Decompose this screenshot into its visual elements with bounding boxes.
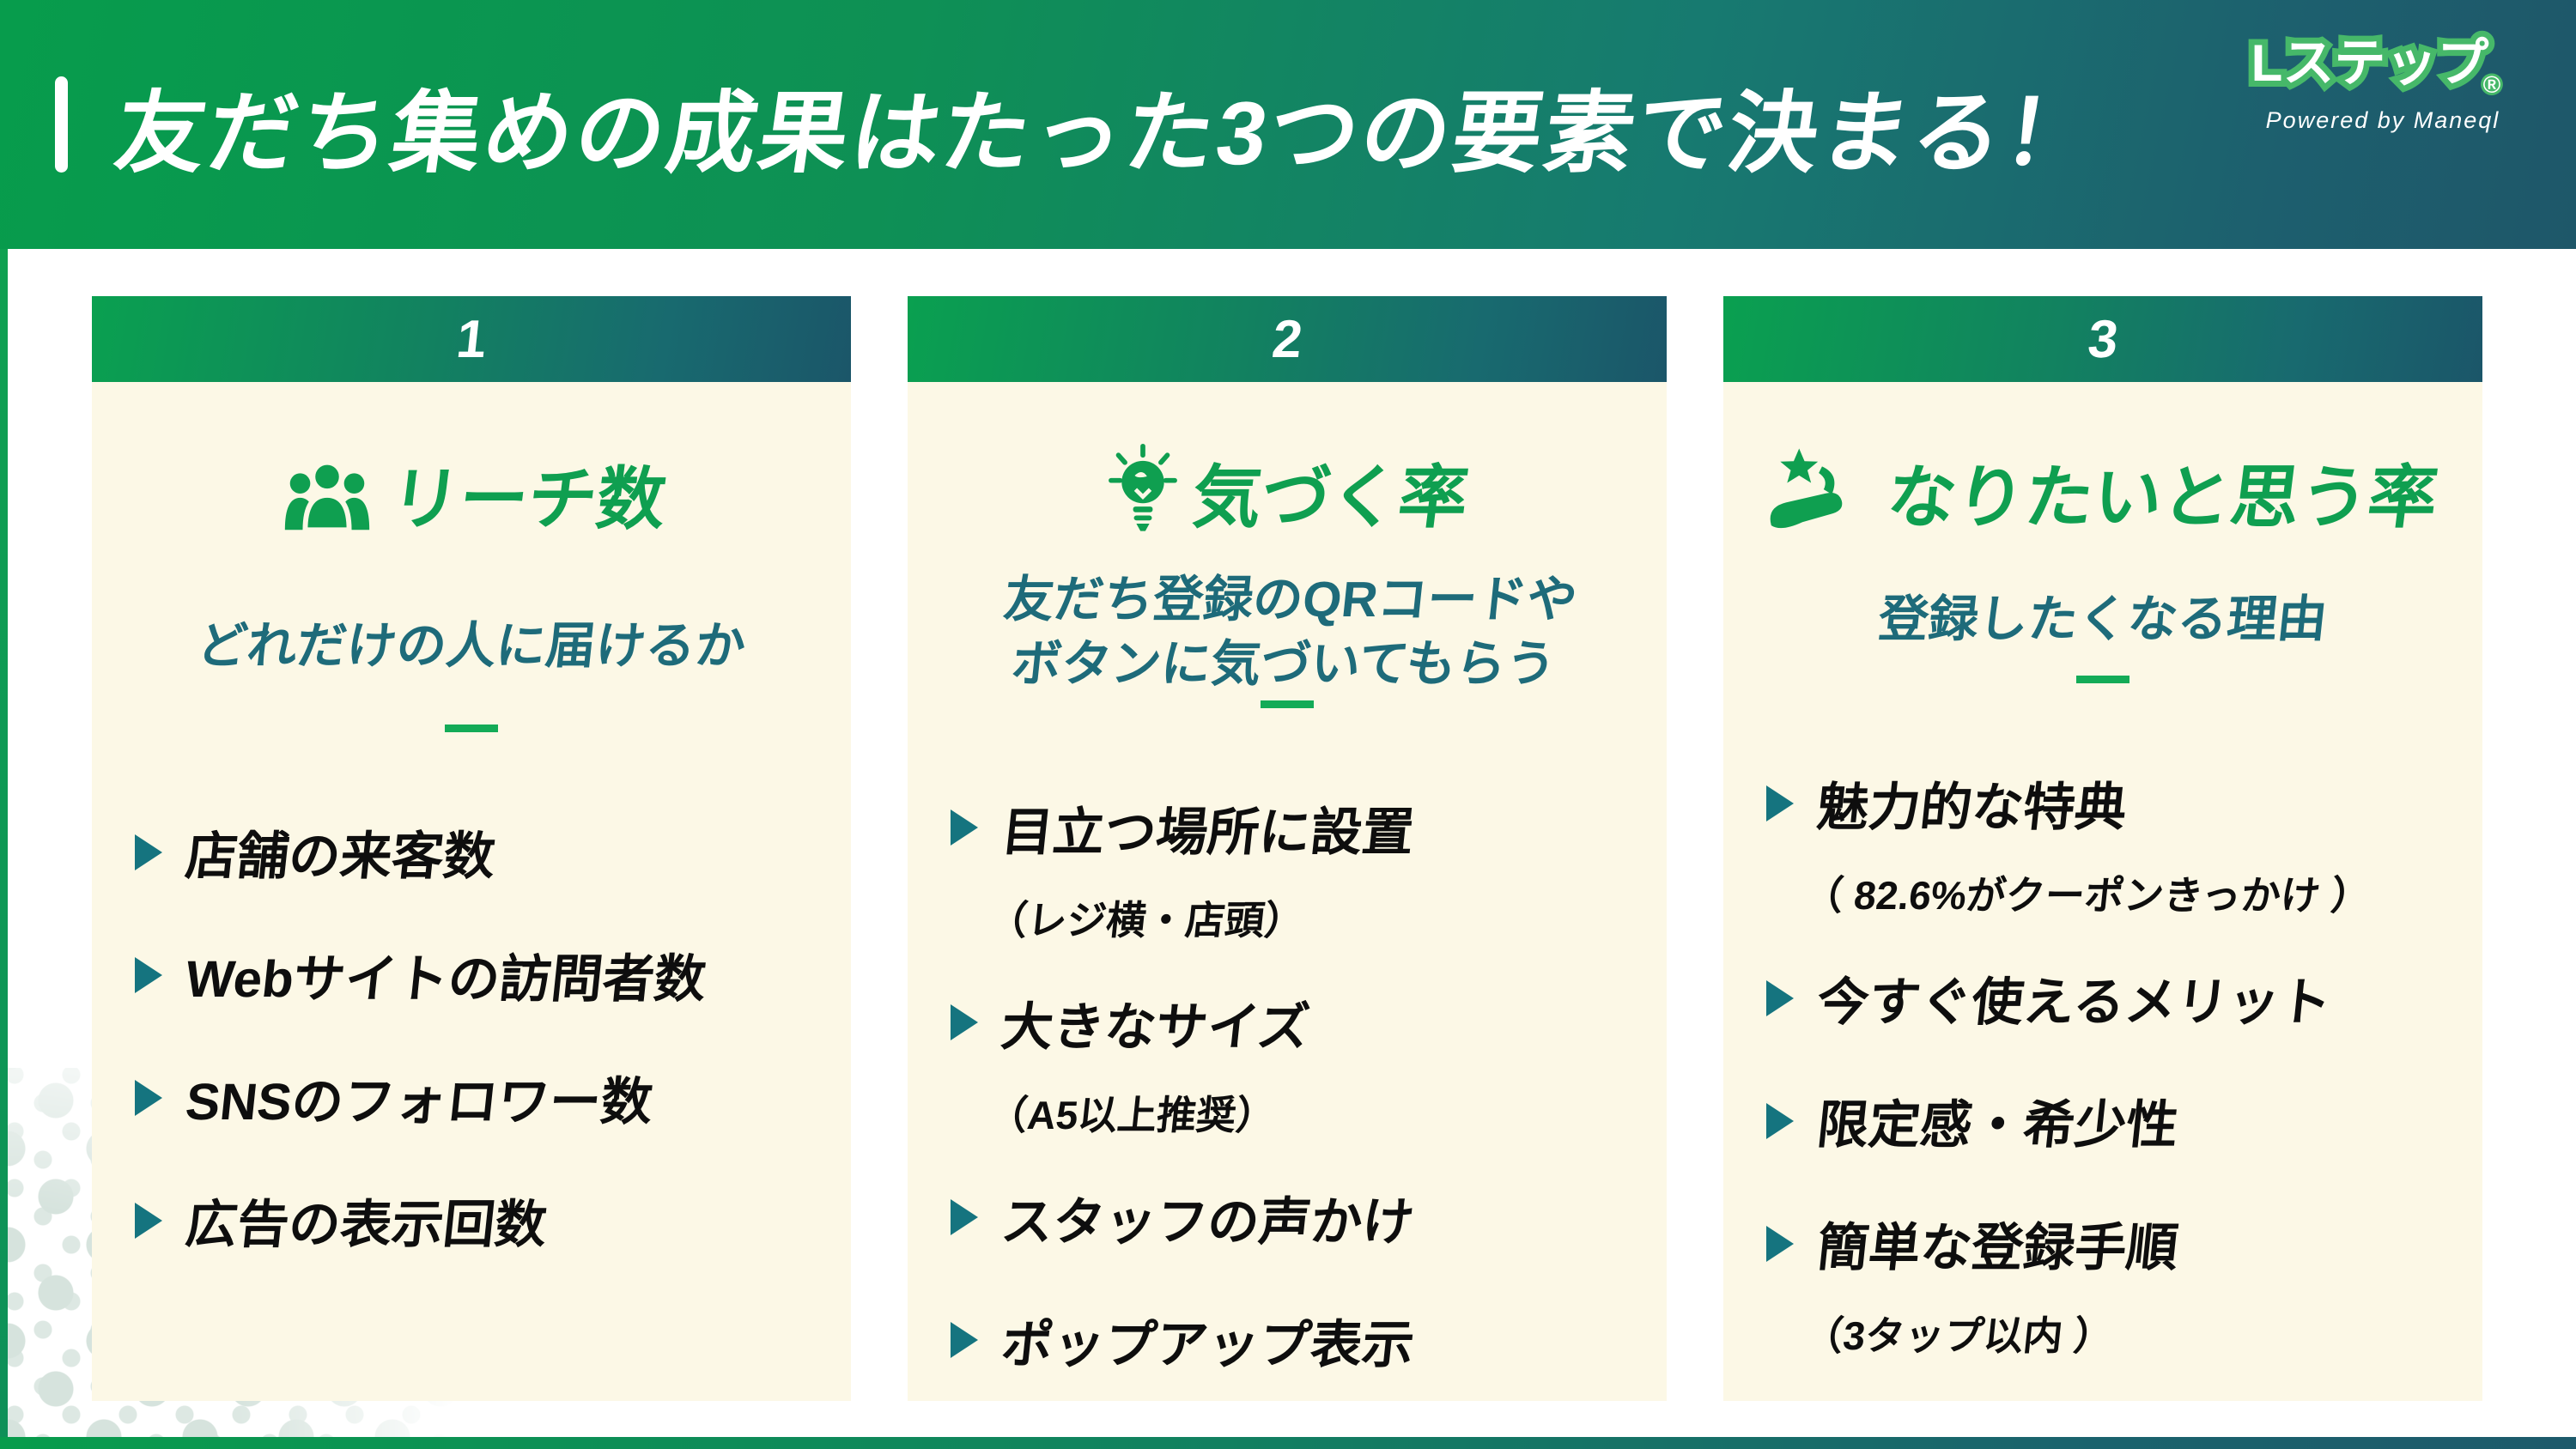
card-3-subtitle: 登録したくなる理由 <box>1718 567 2488 672</box>
brand-logo-icon: Lステップ ® <box>2245 28 2504 100</box>
brand-logo: Lステップ ® Powered by Maneql <box>2241 28 2524 134</box>
card-reach: 1 リーチ数 <box>92 296 851 1401</box>
card-desire-rate: 3 なりたいと思う率 登録したくなる理由 <box>1723 296 2482 1401</box>
bullet-triangle-icon <box>951 1322 978 1359</box>
card-2-title-row: 気づく率 <box>908 442 1667 542</box>
bullet-triangle-icon <box>1766 1102 1794 1139</box>
bullet-triangle-icon <box>951 809 978 846</box>
list-item: 限定感・希少性 <box>1766 1083 2439 1158</box>
title-wrap: 友だち集めの成果はたった3つの要素で決まる！ <box>0 60 2103 190</box>
card-3-title-row: なりたいと思う率 <box>1723 442 2482 542</box>
card-1-number: 1 <box>453 309 489 369</box>
card-2-divider <box>1261 700 1314 708</box>
card-2-subtitle-line: 友だち登録のQRコードや <box>1001 572 1580 627</box>
card-1-subtitle-line: どれだけの人に届けるか <box>194 617 749 674</box>
list-item: 魅力的な特典 <box>1766 766 2439 840</box>
powered-by-text: Powered by Maneql <box>2265 107 2500 133</box>
card-2-header: 2 <box>908 296 1667 382</box>
registered-mark: ® <box>2483 71 2501 98</box>
page-title: 友だち集めの成果はたった3つの要素で決まる！ <box>109 83 2104 184</box>
list-item-note: （ 82.6%がクーポンきっかけ ） <box>1801 873 2373 918</box>
card-notice-rate: 2 <box>908 296 1667 1401</box>
list-item-text: 広告の表示回数 <box>182 1196 550 1253</box>
card-1-divider <box>445 724 498 732</box>
card-2-subtitle: 友だち登録のQRコードや ボタンに気づいてもらう <box>901 567 1674 697</box>
card-2-subtitle-line: ボタンに気づいてもらう <box>1008 636 1559 693</box>
card-1-title-row: リーチ数 <box>92 442 851 545</box>
card-3-number: 3 <box>2085 309 2121 369</box>
header-banner: 友だち集めの成果はたった3つの要素で決まる！ Lステップ ® Powered b… <box>0 0 2576 249</box>
list-item: 簡単な登録手順 <box>1766 1206 2439 1281</box>
list-item-text: 魅力的な特典 <box>1814 779 2129 836</box>
list-item-note: （レジ横・店頭） <box>985 897 1307 943</box>
card-2-number: 2 <box>1269 309 1305 369</box>
bottom-bar <box>0 1437 2576 1449</box>
bullet-triangle-icon <box>951 1199 978 1236</box>
list-item-text: SNSのフォロワー数 <box>182 1073 656 1131</box>
cards-row: 1 リーチ数 <box>92 296 2482 1401</box>
bullet-triangle-icon <box>135 956 162 993</box>
lightbulb-icon <box>1106 443 1180 541</box>
brand-logo-text: Lステップ <box>2251 34 2489 92</box>
list-item-text: 今すぐ使えるメリット <box>1814 973 2335 1031</box>
bullet-triangle-icon <box>135 1079 162 1116</box>
bullet-triangle-icon <box>1766 1225 1794 1262</box>
list-item: スタッフの声かけ <box>951 1180 1624 1255</box>
bullet-triangle-icon <box>951 1004 978 1041</box>
bullet-triangle-icon <box>135 1202 162 1239</box>
list-item-text: Webサイトの訪問者数 <box>182 950 709 1008</box>
hand-star-icon <box>1768 446 1874 537</box>
list-item-text: 限定感・希少性 <box>1814 1096 2181 1154</box>
card-1-list: 店舗の来客数 Webサイトの訪問者数 SNSのフォロワー数 広告の表示回数 <box>92 815 851 1306</box>
bullet-triangle-icon <box>1766 979 1794 1016</box>
title-accent-bar <box>55 76 68 173</box>
card-3-title: なりたいと思う率 <box>1882 459 2442 536</box>
list-item-note: （3タップ以内 ） <box>1801 1313 2116 1358</box>
bullet-triangle-icon <box>1766 785 1794 822</box>
bullet-triangle-icon <box>135 834 162 870</box>
card-3-divider <box>2076 676 2129 683</box>
card-1-title: リーチ数 <box>386 461 671 537</box>
list-item-text: 目立つ場所に設置 <box>998 803 1417 861</box>
left-edge-strip <box>0 249 8 1437</box>
list-item-text: スタッフの声かけ <box>998 1192 1417 1251</box>
card-1-subtitle: どれだけの人に届けるか <box>84 571 859 721</box>
card-3-header: 3 <box>1723 296 2482 382</box>
card-2-title: 気づく率 <box>1188 459 1473 536</box>
list-item: 大きなサイズ <box>951 985 1624 1060</box>
list-item-text: 大きなサイズ <box>998 997 1313 1056</box>
card-2-list: 目立つ場所に設置 （レジ横・店頭） 大きなサイズ （A5以上推奨） スタッフの声… <box>908 791 1667 1426</box>
list-item: SNSのフォロワー数 <box>135 1060 808 1135</box>
people-group-icon <box>276 454 378 533</box>
list-item-text: 簡単な登録手順 <box>1814 1219 2181 1276</box>
list-item-text: 店舗の来客数 <box>182 828 498 885</box>
list-item: 広告の表示回数 <box>135 1183 808 1258</box>
list-item: 目立つ場所に設置 <box>951 791 1624 865</box>
list-item: Webサイトの訪問者数 <box>135 937 808 1012</box>
card-3-list: 魅力的な特典 （ 82.6%がクーポンきっかけ ） 今すぐ使えるメリット 限定感… <box>1723 766 2482 1401</box>
list-item-note: （A5以上推奨） <box>985 1092 1279 1137</box>
list-item: ポップアップ表示 <box>951 1303 1624 1378</box>
list-item: 店舗の来客数 <box>135 815 808 889</box>
card-3-subtitle-line: 登録したくなる理由 <box>1875 591 2330 648</box>
list-item-text: ポップアップ表示 <box>998 1315 1417 1373</box>
card-1-header: 1 <box>92 296 851 382</box>
list-item: 今すぐ使えるメリット <box>1766 961 2439 1035</box>
